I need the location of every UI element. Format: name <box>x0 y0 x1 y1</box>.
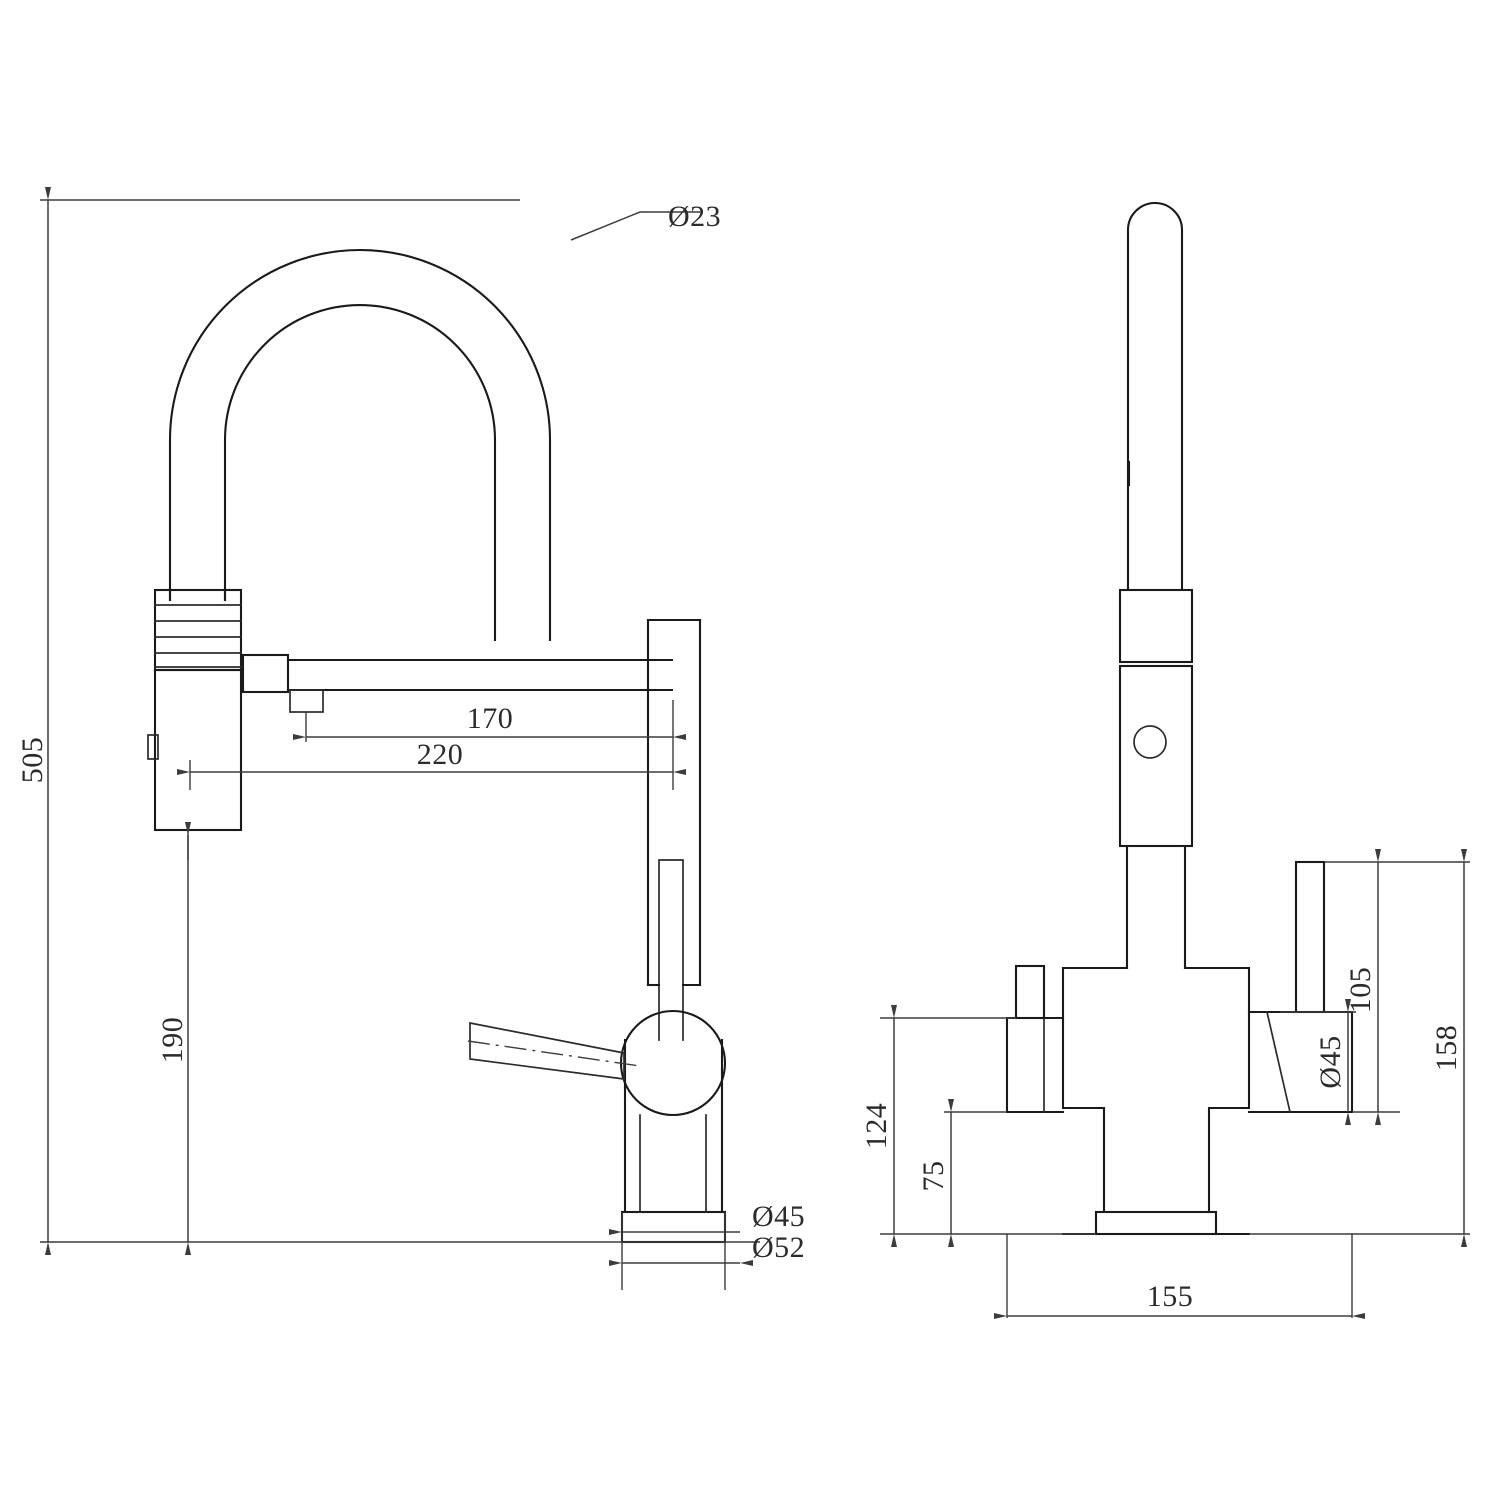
front-view-clear-plate <box>120 180 760 880</box>
valve-ball-joint <box>619 1009 727 1117</box>
front-view-group <box>120 180 760 1244</box>
side-left-handle-body <box>1005 1016 1065 1114</box>
side-body-button <box>1133 725 1167 759</box>
lever-center-line <box>467 1040 641 1067</box>
front-view-dimensions: 505 190 170 220 Ø23 Ø45 Ø <box>16 187 805 1290</box>
spout-tube-outer <box>168 248 552 642</box>
leader-line-d23 <box>570 211 700 241</box>
body-side-button <box>147 734 159 760</box>
spout-tube-inner <box>223 303 497 642</box>
side-body-tee <box>1061 966 1251 1214</box>
dim-label-220: 220 <box>417 738 464 771</box>
dim-label-d23: Ø23 <box>668 200 721 233</box>
dim-label-105: 105 <box>1344 967 1377 1014</box>
dim-label-124: 124 <box>860 1103 893 1150</box>
side-view-group <box>1005 201 1354 1236</box>
dim-label-75: 75 <box>917 1161 950 1192</box>
lever-handle <box>469 1021 625 1080</box>
side-base-plate <box>1094 1210 1218 1236</box>
sprayer-arm-block <box>241 653 290 694</box>
riser-slot <box>658 859 684 1041</box>
dim-label-d52-base: Ø52 <box>752 1231 805 1264</box>
dim-label-155: 155 <box>1147 1280 1194 1313</box>
side-view-dimensions: 124 75 105 Ø45 158 155 <box>860 849 1470 1319</box>
side-right-handle-stem <box>1294 860 1326 1014</box>
side-spout-tube <box>1126 201 1184 592</box>
base-flange <box>620 1210 727 1244</box>
dim-label-505: 505 <box>16 737 49 784</box>
dim-label-d45-base: Ø45 <box>752 1200 805 1233</box>
dim-label-d45-side: Ø45 <box>1314 1035 1347 1088</box>
dim-label-170: 170 <box>467 702 514 735</box>
spout-lower-body <box>153 668 243 832</box>
side-main-body <box>1118 664 1194 848</box>
dim-label-158: 158 <box>1430 1025 1463 1072</box>
side-left-handle-stem <box>1014 964 1046 1020</box>
side-upper-collar <box>1118 588 1194 664</box>
side-right-handle-chamfer <box>1265 1010 1292 1114</box>
dim-label-190: 190 <box>156 1017 189 1064</box>
